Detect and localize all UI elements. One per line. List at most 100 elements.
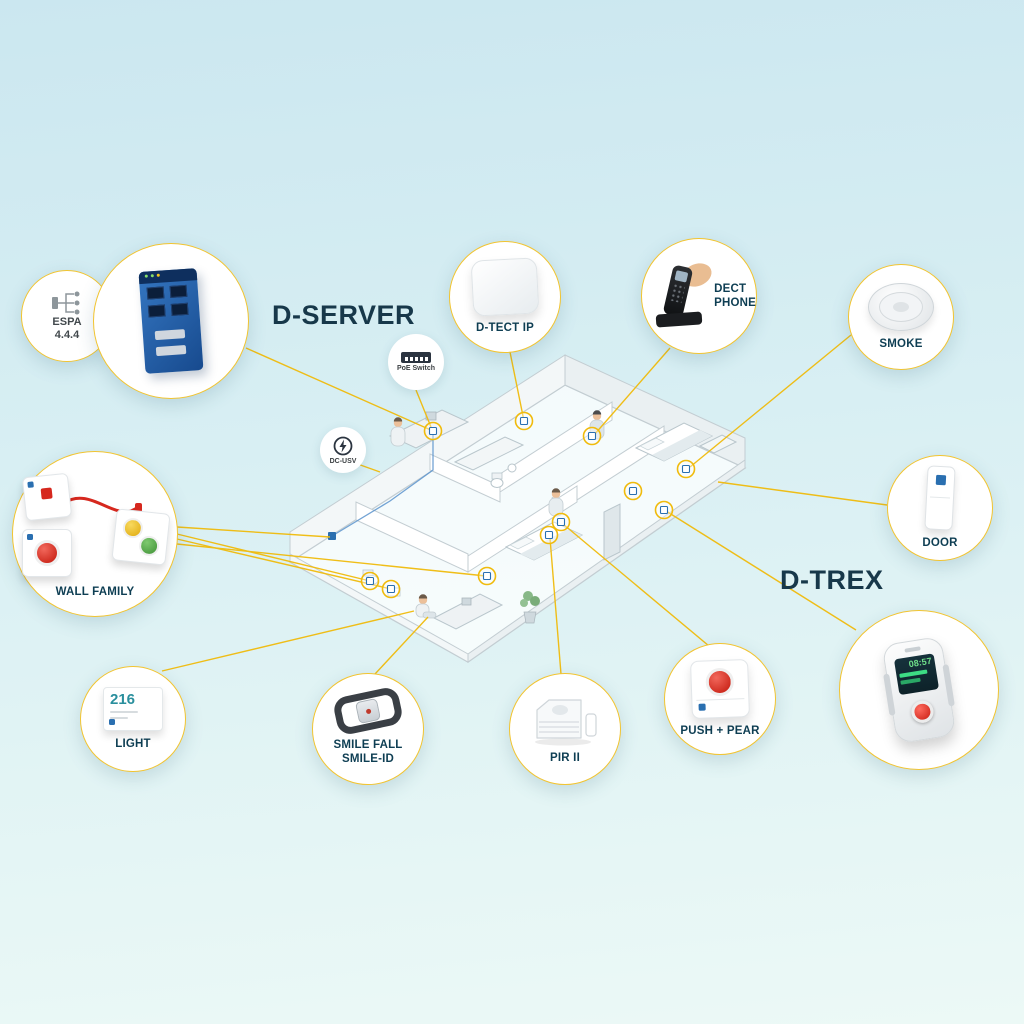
connector-door	[717, 481, 888, 506]
device-markers	[360, 411, 696, 599]
d-trex-screen: 08:57	[893, 653, 940, 696]
push-pear-device	[690, 658, 750, 719]
server-serial-port	[155, 345, 187, 357]
room-number: 216	[110, 690, 136, 708]
node-door: DOOR	[887, 455, 993, 561]
server-led-strip	[138, 268, 198, 285]
title-d-trex: D-TREX	[780, 565, 884, 595]
dc-usv-label: DC-USV	[329, 457, 357, 465]
dect-phone-label-line1: DECT	[714, 282, 747, 295]
wall-family-label: WALL FAMILY	[55, 585, 135, 598]
dc-usv-badge: DC-USV	[320, 427, 366, 473]
connector-lines	[161, 334, 888, 675]
desk	[432, 593, 504, 630]
espa-protocol-icon	[52, 291, 80, 315]
device-marker	[654, 500, 674, 520]
network-cable	[331, 433, 434, 537]
connector-smile	[374, 616, 429, 675]
red-button	[34, 539, 60, 566]
connector-smoke	[689, 334, 852, 468]
device-marker	[539, 525, 559, 545]
server-rj45-ports	[146, 284, 188, 300]
green-button	[138, 534, 161, 557]
connector-d-tect-ip	[509, 351, 525, 422]
espa-label-line2: 4.4.4	[54, 329, 80, 341]
smile-label-line1: SMILE FALL	[333, 738, 403, 751]
handset	[662, 264, 694, 318]
cord-device	[21, 472, 73, 522]
connector-poe	[415, 389, 432, 428]
device-marker	[514, 411, 534, 431]
node-d-trex: 08:57	[839, 610, 999, 770]
toilet	[490, 463, 517, 488]
device-marker	[582, 426, 602, 446]
poe-switch-icon	[401, 352, 431, 363]
door-label: DOOR	[922, 536, 958, 549]
dc-usv-icon	[333, 436, 353, 455]
poe-switch-badge: PoE Switch	[388, 334, 444, 390]
light-label: LIGHT	[115, 737, 151, 750]
device-marker	[423, 421, 443, 441]
partition-panel	[603, 503, 621, 561]
device-marker	[360, 571, 380, 591]
connector-wall-family-2	[176, 533, 371, 582]
poe-switch-label: PoE Switch	[396, 365, 436, 372]
d-tect-ip-device	[470, 257, 540, 317]
smile-label-line2: SMILE-ID	[341, 753, 395, 765]
device-marker	[623, 481, 643, 501]
node-push-pear: PUSH + PEAR	[664, 643, 776, 755]
bed	[634, 422, 714, 462]
espa-label-line1: ESPA	[52, 315, 82, 328]
smoke-label: SMOKE	[879, 337, 923, 350]
device-marker	[477, 566, 497, 586]
node-pir: PIR II	[509, 673, 621, 785]
d-trex-device: 08:57	[881, 635, 957, 745]
connector-wall-family-1	[176, 526, 331, 538]
connector-d-trex	[665, 510, 857, 631]
node-dect-phone: DECT PHONE	[641, 238, 757, 354]
yellow-green-button-device	[111, 508, 171, 566]
floorplan	[288, 354, 747, 663]
connector-push-pear	[562, 523, 710, 647]
node-wall-family: WALL FAMILY	[12, 451, 178, 617]
red-button-device	[22, 528, 72, 577]
d-tect-ip-label: D-TECT IP	[475, 321, 535, 334]
person-figure	[415, 594, 437, 619]
device-marker	[551, 512, 571, 532]
node-smoke: SMOKE	[848, 264, 954, 370]
node-light: 216 LIGHT	[80, 666, 186, 772]
node-smile: SMILE FALL SMILE-ID	[312, 673, 424, 785]
door-contact-device	[924, 465, 956, 531]
server-rj45-ports	[147, 302, 189, 318]
dect-phone-label-line2: PHONE	[714, 297, 756, 309]
yellow-button	[121, 516, 144, 539]
connector-dect-phone	[593, 347, 671, 436]
device-marker	[676, 459, 696, 479]
plant	[520, 591, 540, 624]
push-pear-label: PUSH + PEAR	[680, 724, 760, 737]
connector-pir	[549, 537, 562, 675]
device-marker	[381, 579, 401, 599]
server-serial-port	[154, 329, 186, 341]
dect-phone-device	[642, 259, 716, 328]
smile-wrist-device	[331, 685, 405, 737]
d-trex-time: 08:57	[908, 655, 933, 670]
wall-family-devices	[20, 469, 171, 581]
d-trex-alarm-button	[909, 699, 936, 725]
connector-wall-family-4	[176, 543, 487, 577]
counter	[453, 436, 525, 471]
connector-light	[161, 610, 415, 672]
red-call-button	[705, 667, 735, 697]
phone-cradle	[655, 311, 703, 328]
node-d-server	[93, 243, 249, 399]
d-server-device	[138, 268, 204, 374]
pir-device	[535, 699, 597, 746]
person-figure	[390, 417, 406, 447]
connector-d-server	[245, 347, 434, 432]
person-figure	[548, 488, 564, 517]
title-d-server: D-SERVER	[272, 300, 416, 330]
smoke-detector-device	[868, 282, 934, 331]
room-sign-device: 216	[103, 686, 163, 731]
